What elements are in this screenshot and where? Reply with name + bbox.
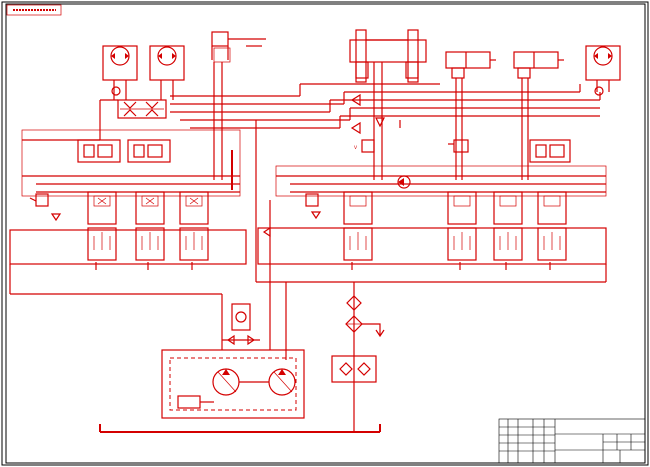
title-block bbox=[498, 418, 646, 464]
directional-valve-icon bbox=[135, 191, 165, 261]
filter-icon bbox=[331, 282, 385, 432]
check-valve-icon bbox=[111, 86, 604, 96]
hydraulic-motor-icon bbox=[585, 45, 621, 92]
top-pipe-network bbox=[99, 83, 601, 140]
hydraulic-cylinder-icon bbox=[349, 29, 427, 180]
corner-stamp bbox=[6, 4, 62, 16]
pressure-valve-icon bbox=[29, 193, 322, 222]
hydraulic-motor-icon bbox=[149, 45, 185, 100]
hydraulic-cylinder-icon bbox=[513, 51, 564, 180]
svg-text:V: V bbox=[354, 145, 358, 151]
check-valve-icon bbox=[350, 93, 401, 135]
return-lines bbox=[9, 120, 607, 360]
directional-valve-icon bbox=[179, 191, 209, 261]
directional-valve-icon bbox=[87, 191, 117, 261]
right-manifold bbox=[275, 139, 607, 197]
directional-valve-icon bbox=[447, 191, 477, 261]
tank-icon bbox=[99, 424, 381, 433]
main-manifold bbox=[9, 226, 607, 270]
hydraulic-cylinder-icon bbox=[211, 31, 266, 180]
inner-frame bbox=[5, 3, 646, 464]
directional-valve-icon bbox=[343, 191, 373, 261]
directional-valve-icon bbox=[493, 191, 523, 261]
gauge-icon bbox=[222, 303, 260, 346]
pump-unit bbox=[161, 349, 305, 419]
pressure-valve-icon: V bbox=[354, 139, 469, 153]
relief-valve-block bbox=[117, 99, 167, 119]
hydraulic-motor-icon bbox=[102, 45, 138, 100]
hydraulic-cylinder-icon bbox=[445, 51, 496, 180]
directional-valve-icon bbox=[537, 191, 567, 261]
